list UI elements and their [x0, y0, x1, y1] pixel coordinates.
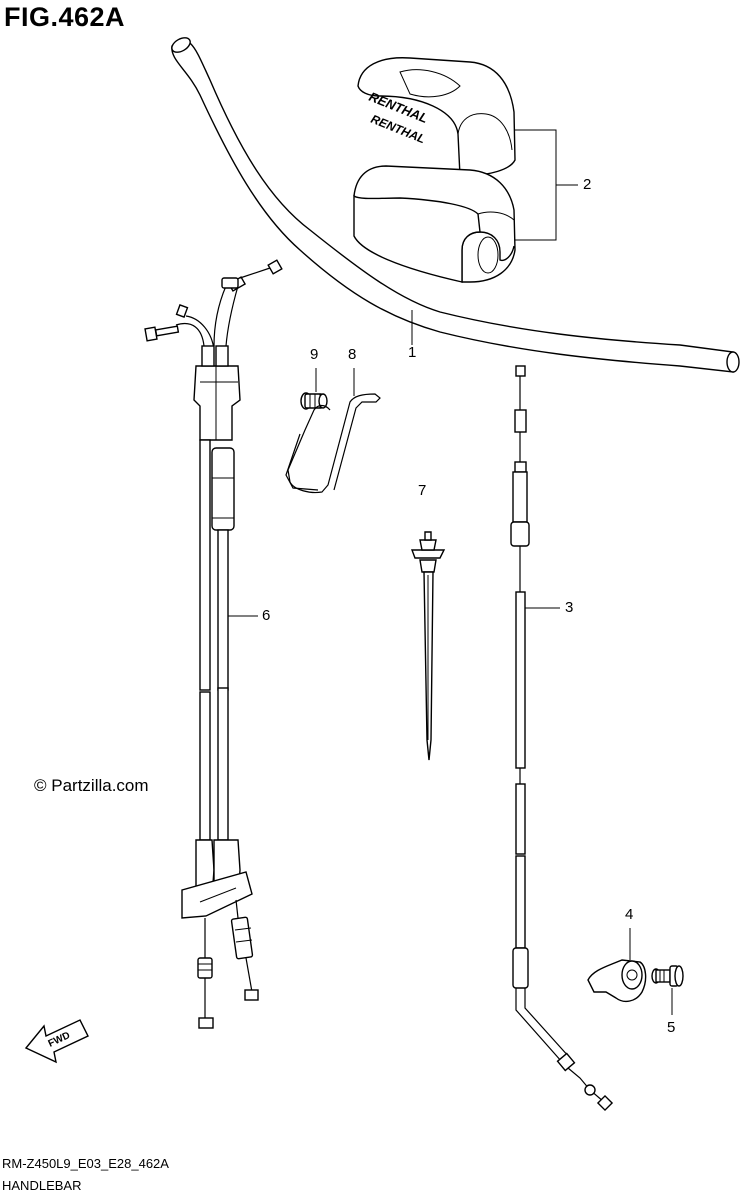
clamp-7 — [410, 531, 446, 761]
callout-3: 3 — [565, 599, 574, 616]
handlebar — [171, 37, 740, 373]
callout-6: 6 — [262, 607, 271, 624]
clutch-cable-3 — [510, 365, 614, 1112]
bolt-5 — [651, 965, 684, 987]
callout-1: 1 — [408, 344, 417, 361]
leader-2 — [515, 129, 578, 241]
handlebar-pad-lower — [353, 165, 516, 283]
fwd-arrow: FWD — [24, 1019, 89, 1064]
wire-guide-8 — [285, 393, 381, 494]
callout-5: 5 — [667, 1019, 676, 1036]
bolt-9 — [300, 392, 328, 410]
callout-9: 9 — [310, 346, 319, 363]
callout-4: 4 — [625, 906, 634, 923]
callout-2: 2 — [583, 176, 592, 193]
watermark: © Partzilla.com — [34, 776, 149, 795]
figure-title: FIG.462A — [4, 2, 126, 32]
throttle-cable-6 — [144, 259, 283, 1029]
handlebar-pad-upper: RENTHAL RENTHAL — [357, 57, 516, 177]
figure-code: RM-Z450L9_E03_E28_462A — [2, 1156, 169, 1171]
callout-7: 7 — [418, 482, 427, 499]
callout-8: 8 — [348, 346, 357, 363]
figure-name: HANDLEBAR — [2, 1178, 82, 1193]
cable-holder-4 — [587, 959, 647, 1003]
